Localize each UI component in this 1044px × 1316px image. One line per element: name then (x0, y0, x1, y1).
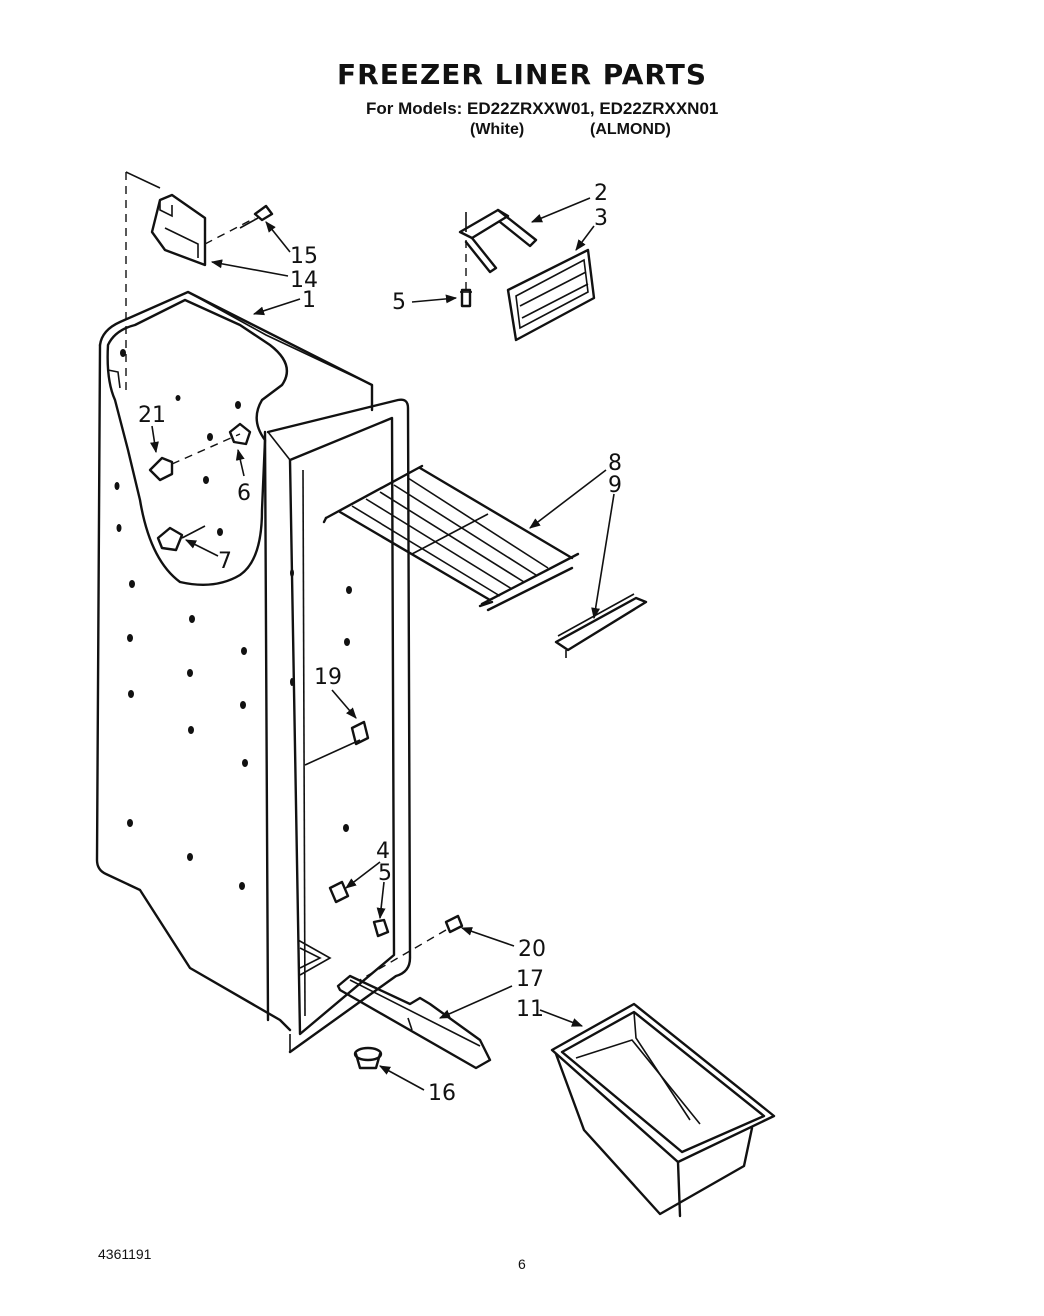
part-6-clip (228, 422, 252, 446)
part-11-bin (550, 1002, 776, 1218)
page-number: 6 (518, 1256, 526, 1272)
callout-16: 16 (428, 1081, 456, 1106)
part-20-screw (444, 914, 464, 934)
callout-4: 4 (376, 839, 390, 864)
callout-numbers: 1 2 3 5 15 14 21 6 7 8 9 19 4 5 20 17 11… (138, 181, 622, 1106)
part-7-clip (156, 525, 206, 552)
document-number: 4361191 (98, 1246, 152, 1262)
callout-20: 20 (518, 937, 546, 962)
callout-2: 2 (594, 181, 608, 206)
part-5-screw-top (460, 288, 472, 308)
part-4-bracket (328, 880, 350, 904)
finish-almond-label: (ALMOND) (590, 121, 671, 138)
part-14-bracket (150, 193, 207, 267)
part-3-light-shield (506, 248, 596, 342)
part-9-shelf-trim (554, 593, 648, 658)
finish-white-label: (White) (470, 121, 525, 138)
part-8-wire-shelf (322, 464, 580, 612)
part-2-bracket (458, 208, 538, 274)
callout-1: 1 (302, 288, 316, 313)
page-title: FREEZER LINER PARTS (337, 58, 707, 91)
part-19-bracket (350, 720, 370, 746)
callout-6: 6 (237, 481, 251, 506)
freezer-liner (95, 290, 412, 1054)
part-21-clip (148, 456, 174, 482)
callout-8: 8 (608, 451, 622, 476)
callout-15: 15 (290, 244, 318, 269)
liner-holes (114, 349, 352, 890)
callout-3: 3 (594, 206, 608, 231)
callout-5-bottom: 5 (378, 861, 392, 886)
callout-11: 11 (516, 997, 544, 1022)
callout-17: 17 (516, 967, 544, 992)
callout-9: 9 (608, 473, 622, 498)
models-line: For Models: ED22ZRXXW01, ED22ZRXXN01 (366, 99, 719, 118)
part-17-bracket (336, 974, 492, 1070)
callout-19: 19 (314, 665, 342, 690)
callout-leaders (150, 197, 615, 1091)
callout-7: 7 (218, 549, 232, 574)
part-16-plug (353, 1046, 383, 1070)
callout-5-top: 5 (392, 290, 406, 315)
callout-14: 14 (290, 268, 318, 293)
part-5-screw-bottom (372, 918, 390, 938)
callout-21: 21 (138, 403, 166, 428)
part-15-screw (239, 204, 274, 229)
